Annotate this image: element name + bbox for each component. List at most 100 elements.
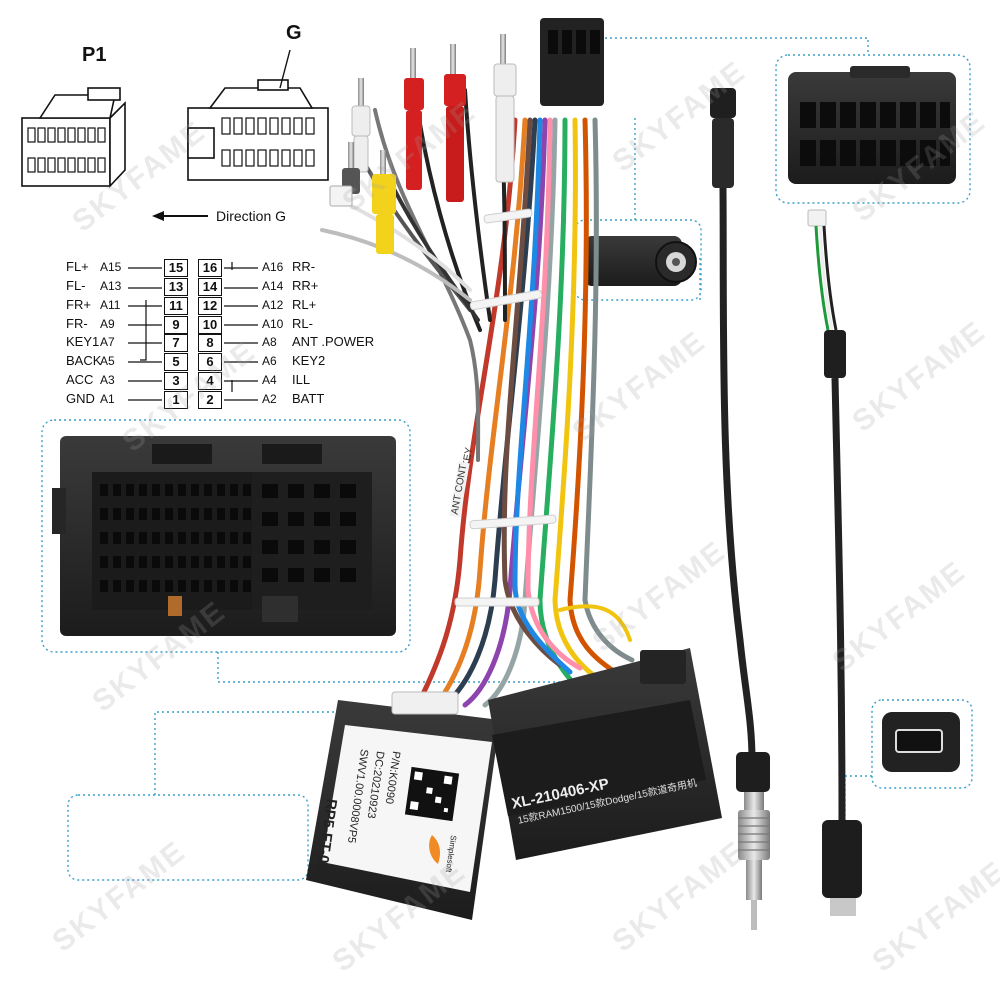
pin-right-number: 4: [198, 372, 222, 390]
pin-right-code: A12: [262, 298, 284, 312]
pin-left-name: FR+: [66, 297, 91, 312]
pin-right-name: RL-: [292, 316, 313, 331]
direction-label: Direction G: [216, 208, 287, 224]
connector-pin-hole: [178, 556, 186, 568]
g-label: G: [286, 22, 302, 44]
pin-left-code: A5: [100, 354, 115, 368]
pin-left-code: A3: [100, 373, 115, 387]
connector-pin-hole: [100, 508, 108, 520]
connector-pin-hole: [340, 512, 356, 526]
antenna-cable: [710, 88, 770, 930]
connector-pin-hole: [217, 556, 225, 568]
connector-pin-hole: [204, 508, 212, 520]
connector-pin-hole: [178, 580, 186, 592]
connector-pin-hole: [217, 580, 225, 592]
connector-pin-hole: [100, 556, 108, 568]
connector-pin-hole: [314, 568, 330, 582]
pin-right-number: 14: [198, 278, 222, 296]
connector-pin-hole: [165, 532, 173, 544]
pin-left-name: FL-: [66, 278, 86, 293]
pin-right-number: 8: [198, 334, 222, 352]
pin-right-name: RR-: [292, 259, 316, 274]
pin-right-number: 12: [198, 297, 222, 315]
connector-pin-hole: [100, 484, 108, 496]
connector-pin-hole: [243, 556, 251, 568]
connector-pin-hole: [191, 556, 199, 568]
female-16pin-connector: [788, 66, 956, 184]
zip-ties: [454, 208, 557, 607]
pin-left-number: 15: [164, 259, 188, 277]
pin-left-number: 11: [164, 297, 188, 315]
pin-left-number: 3: [164, 372, 188, 390]
can-module-left: [306, 691, 500, 920]
g-connector-drawing: [187, 49, 329, 181]
pin-right-code: A10: [262, 317, 284, 331]
can-module-right: [488, 648, 722, 860]
connector-pin-hole: [165, 580, 173, 592]
connector-pin-hole: [191, 508, 199, 520]
connector-pin-hole: [340, 568, 356, 582]
connector-pin-hole: [204, 580, 212, 592]
connector-pin-hole: [126, 484, 134, 496]
connector-pin-hole: [230, 580, 238, 592]
pin-right-name: BATT: [292, 391, 325, 406]
pin-left-number: 9: [164, 316, 188, 334]
pin-left-name: GND: [66, 391, 95, 406]
connector-pin-hole: [152, 532, 160, 544]
pin-left-code: A1: [100, 392, 115, 406]
connector-pin-hole: [204, 484, 212, 496]
connector-pin-hole: [262, 512, 278, 526]
connector-pin-hole: [230, 556, 238, 568]
connector-pin-hole: [217, 484, 225, 496]
connector-pin-hole: [113, 556, 121, 568]
connector-pin-hole: [165, 484, 173, 496]
connector-pin-hole: [314, 512, 330, 526]
pin-right-code: A4: [262, 373, 277, 387]
direction-arrow-icon: [152, 211, 208, 221]
pin-right-code: A2: [262, 392, 277, 406]
pin-right-number: 16: [198, 259, 222, 277]
connector-pin-hole: [243, 580, 251, 592]
main-vehicle-connector: [52, 436, 396, 636]
connector-pin-hole: [113, 532, 121, 544]
pin-left-name: BACK: [66, 353, 102, 368]
connector-pin-hole: [191, 532, 199, 544]
pin-right-code: A14: [262, 279, 284, 293]
connector-pin-hole: [100, 532, 108, 544]
connector-pin-hole: [139, 580, 147, 592]
connector-pin-hole: [126, 532, 134, 544]
connector-pin-hole: [152, 556, 160, 568]
connector-pin-hole: [262, 540, 278, 554]
pinout-bracket-lines: [128, 262, 258, 401]
connector-pin-hole: [178, 484, 186, 496]
pin-left-code: A9: [100, 317, 115, 331]
connector-pin-hole: [126, 508, 134, 520]
connector-pin-hole: [230, 508, 238, 520]
connector-pin-hole: [113, 580, 121, 592]
p1-connector-drawing: [21, 87, 126, 189]
pin-left-number: 7: [164, 334, 188, 352]
connector-pin-hole: [217, 532, 225, 544]
connector-pin-hole: [178, 508, 186, 520]
pin-left-code: A7: [100, 335, 115, 349]
pin-left-number: 13: [164, 278, 188, 296]
connector-pin-hole: [139, 556, 147, 568]
connector-pin-hole: [100, 580, 108, 592]
pin-left-name: FR-: [66, 316, 88, 331]
connector-pin-hole: [243, 484, 251, 496]
connector-pin-hole: [139, 508, 147, 520]
connector-pin-hole: [126, 556, 134, 568]
connector-pin-hole: [230, 484, 238, 496]
connector-pin-hole: [288, 568, 304, 582]
connector-pin-hole: [152, 580, 160, 592]
pin-right-number: 10: [198, 316, 222, 334]
connector-pin-hole: [314, 540, 330, 554]
connector-pin-hole: [340, 484, 356, 498]
pin-right-code: A8: [262, 335, 277, 349]
connector-pin-hole: [314, 484, 330, 498]
pin-right-name: ANT .POWER: [292, 334, 375, 349]
connector-pin-hole: [243, 532, 251, 544]
pin-right-code: A16: [262, 260, 284, 274]
